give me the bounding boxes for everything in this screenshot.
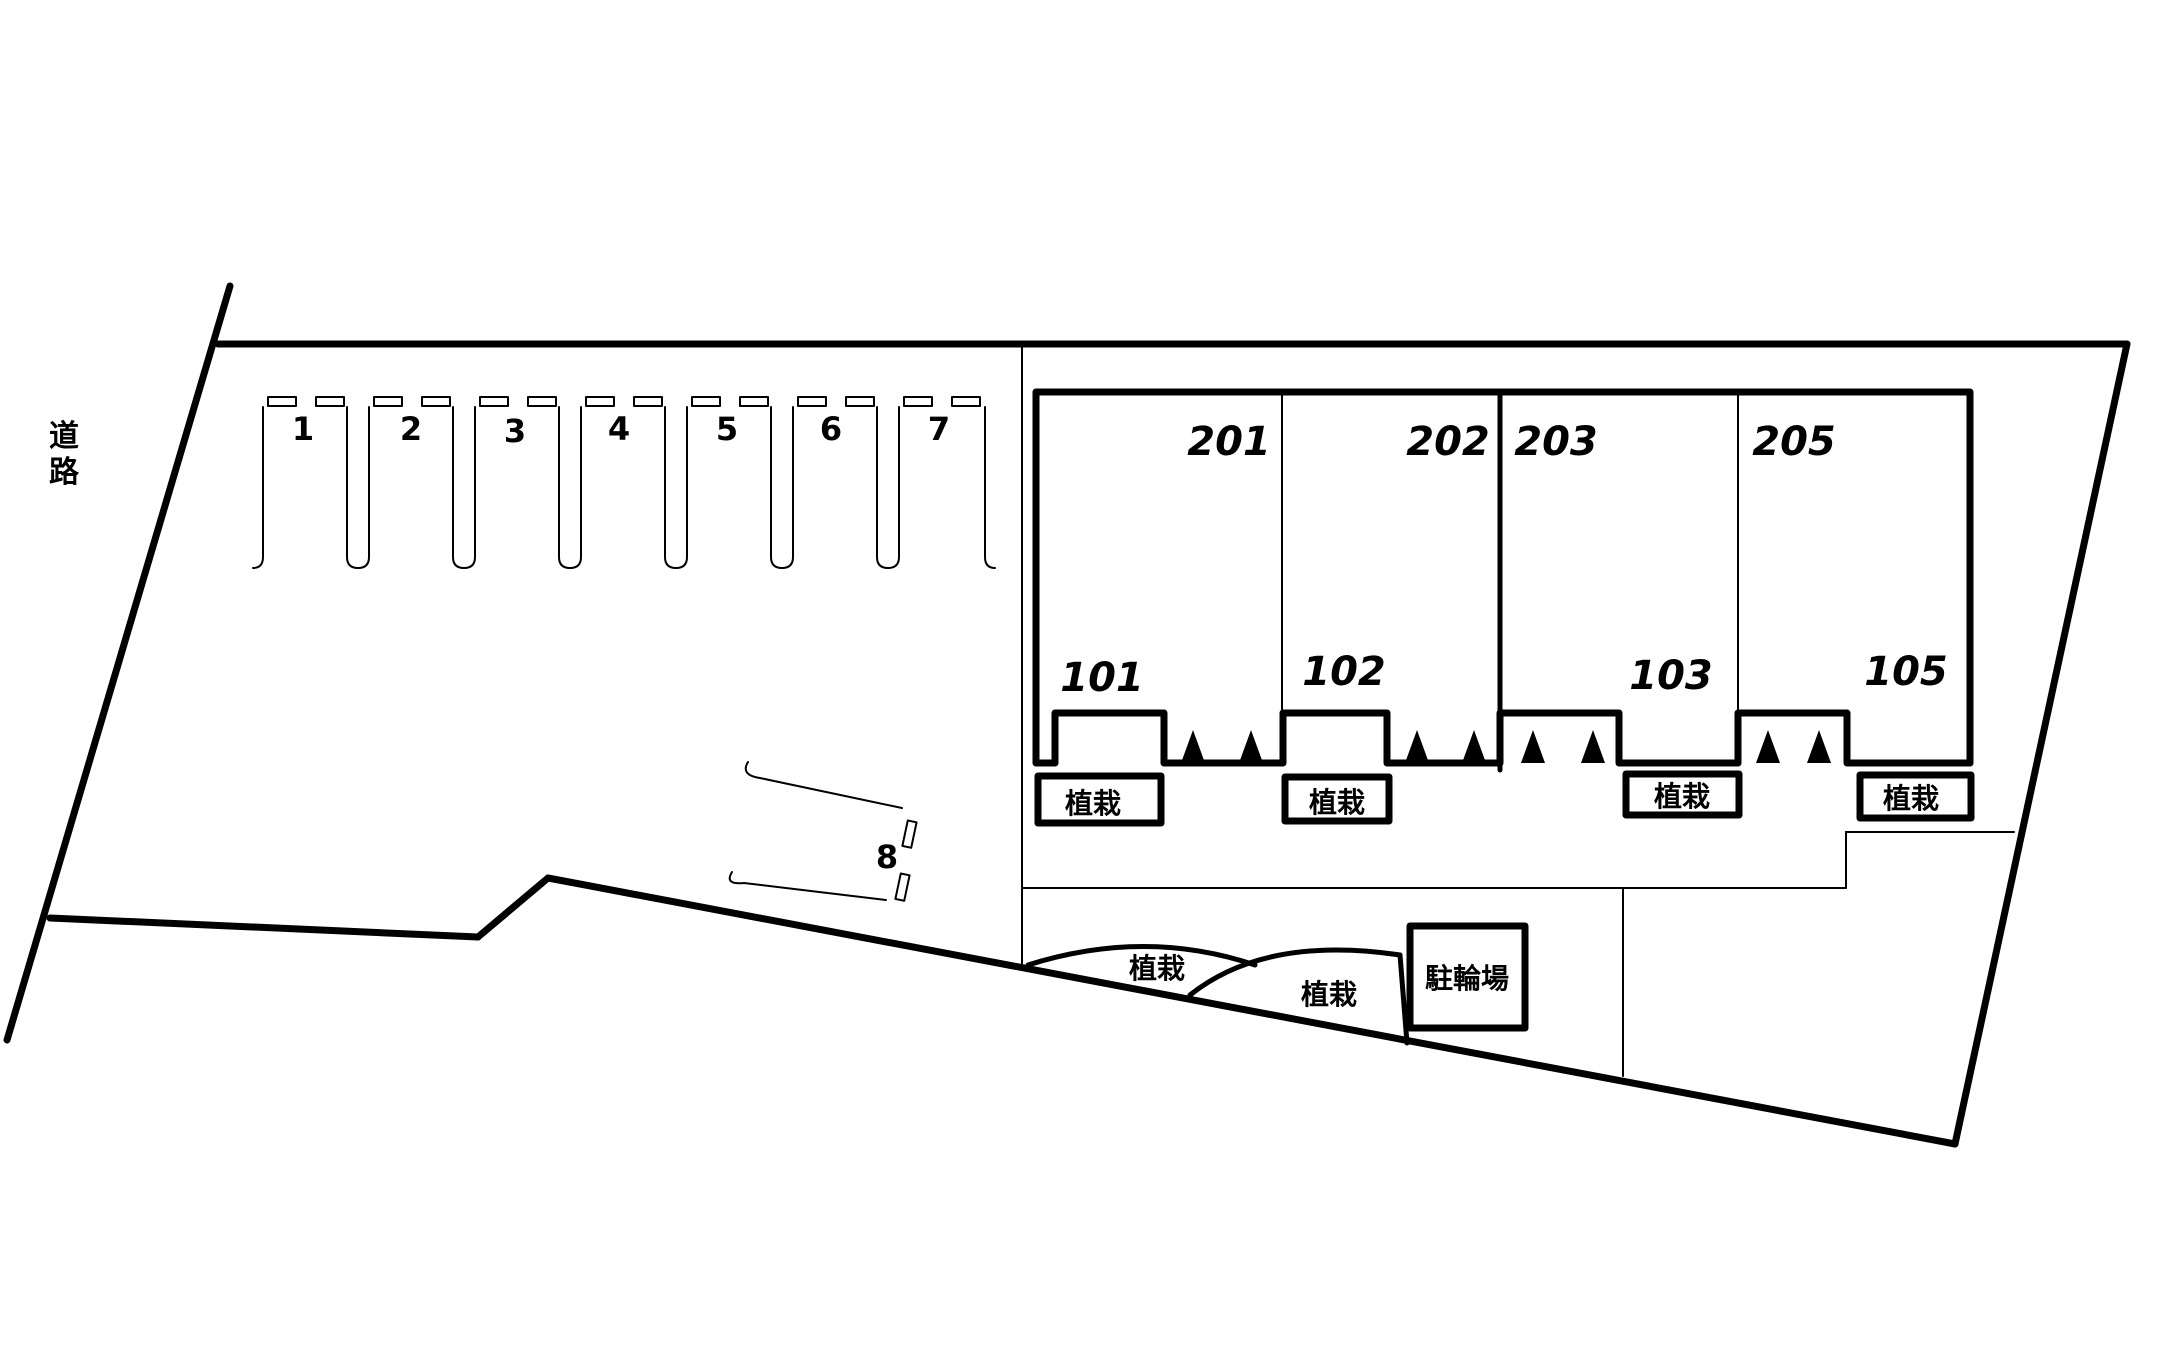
planting-label-3: 植栽	[1654, 780, 1710, 813]
road-label-2: 路	[49, 455, 80, 490]
planting-label-4: 植栽	[1883, 782, 1939, 815]
wheel-stops	[267, 396, 981, 407]
planting-beds-front	[1034, 770, 1975, 827]
parking-spot-1: 1	[292, 410, 314, 448]
parking-spot-7: 7	[928, 410, 950, 448]
unit-105: 105	[1864, 649, 1948, 695]
parking-spot-4: 4	[608, 410, 630, 448]
parking-spot-2: 2	[400, 410, 422, 448]
road-label: 道	[49, 419, 79, 454]
parking-stall-8	[728, 761, 918, 902]
planting-label-6: 植栽	[1301, 978, 1357, 1011]
entrance-steps	[1181, 730, 1831, 763]
site-boundary	[3, 282, 2131, 1148]
bicycle-parking	[1406, 922, 1529, 1032]
planting-beds-lower	[1025, 944, 1410, 1046]
unit-103: 103	[1629, 653, 1713, 699]
bicycle-parking-label: 駐輪場	[1425, 962, 1509, 995]
lot-lines	[1021, 343, 2015, 1077]
planting-label-2: 植栽	[1309, 786, 1365, 819]
parking-stalls	[252, 406, 996, 569]
unit-203: 203	[1514, 419, 1598, 465]
parking-spot-5: 5	[716, 410, 738, 448]
unit-202: 202	[1406, 419, 1490, 465]
planting-label-1: 植栽	[1065, 787, 1121, 820]
parking-spot-3: 3	[504, 412, 526, 450]
unit-101: 101	[1060, 655, 1144, 701]
building	[1032, 388, 1974, 773]
unit-102: 102	[1302, 649, 1386, 695]
parking-spot-6: 6	[820, 410, 842, 448]
unit-205: 205	[1752, 419, 1836, 465]
planting-label-5: 植栽	[1129, 952, 1185, 985]
unit-201: 201	[1187, 419, 1271, 465]
parking-spot-8: 8	[876, 838, 898, 876]
